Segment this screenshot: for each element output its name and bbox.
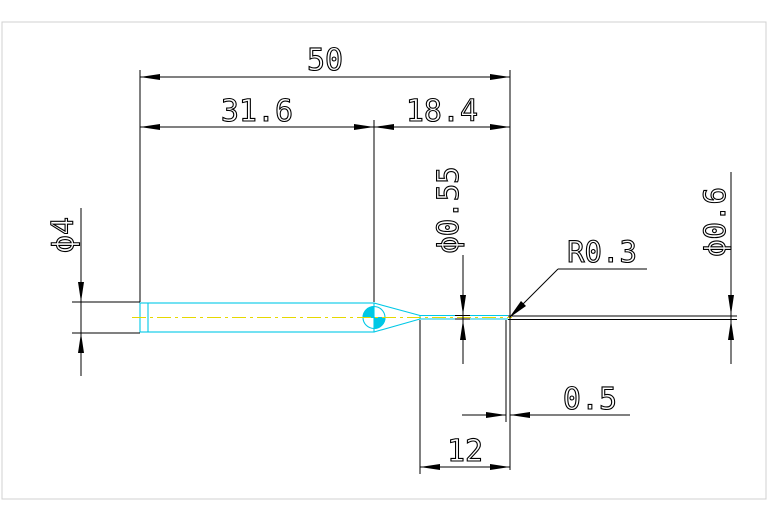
taper-outline-lower	[373, 318, 508, 333]
dim-shank-diameter: ϕ4	[45, 208, 140, 376]
dim-tip-diameter-text: ϕ0.6	[698, 187, 732, 257]
dim-neck-diameter-text: ϕ0.55	[431, 166, 465, 253]
dim-tip-diameter: ϕ0.6	[697, 172, 734, 364]
dim-neck-length-text: 18.4	[406, 94, 478, 129]
dim-shank-length: 31.6	[140, 93, 374, 130]
dim-flute-length: 12	[420, 433, 510, 470]
dim-flute-length-text: 12	[447, 434, 483, 469]
dim-corner-radius-text: R0.3	[567, 235, 637, 269]
shank-end-quadrant	[373, 317, 386, 330]
dim-shank-diameter-text: ϕ4	[46, 217, 81, 253]
dim-overall-length-text: 50	[307, 43, 343, 78]
dim-shank-length-text: 31.6	[221, 94, 293, 129]
dim-neck-diameter: ϕ0.55	[430, 166, 470, 364]
dim-overall-length: 50	[140, 42, 510, 80]
dim-neck-length: 18.4	[374, 93, 510, 130]
dim-tip-offset-text: 0.5	[563, 382, 617, 417]
dim-tip-offset: 0.5	[462, 381, 630, 418]
dim-corner-radius: R0.3	[509, 234, 647, 318]
shank-end-quadrant-2	[362, 305, 375, 318]
taper-outline	[373, 302, 508, 317]
drawing-border	[1, 21, 767, 500]
